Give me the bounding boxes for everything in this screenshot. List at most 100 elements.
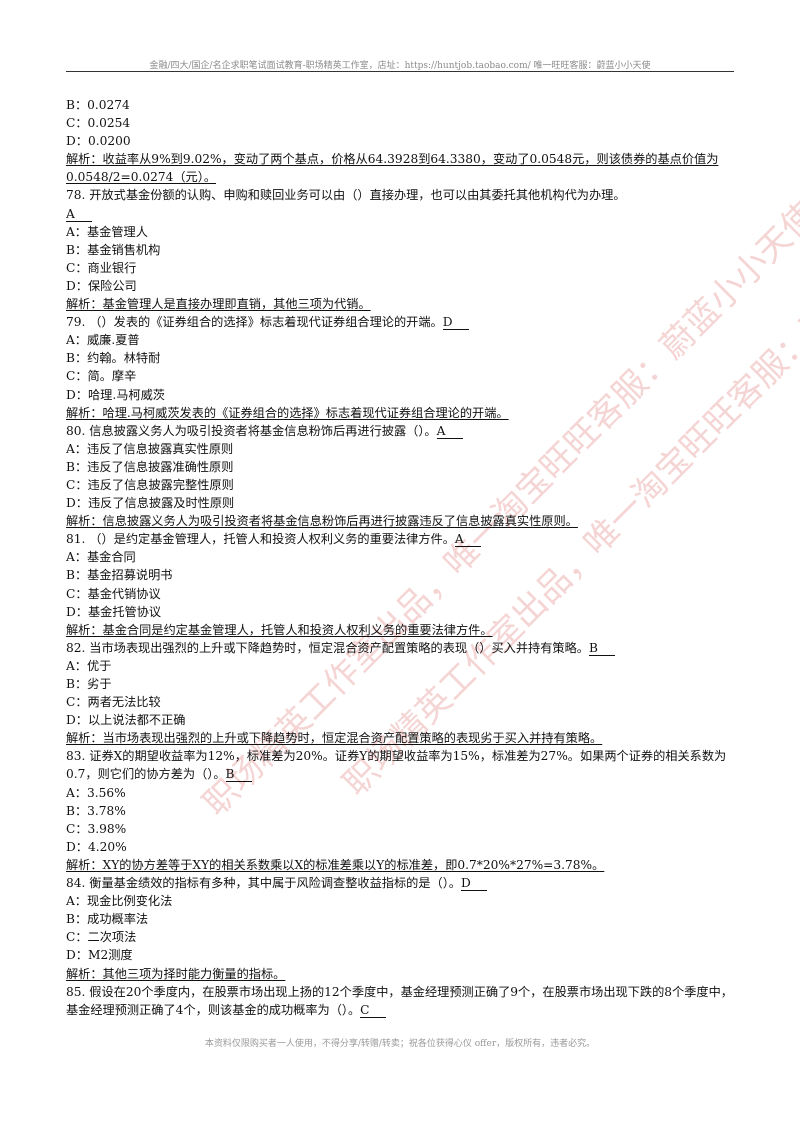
explanation-text: 解析：信息披露义务人为吸引投资者将基金信息粉饰后再进行披露违反了信息披露真实性原…: [66, 514, 578, 529]
option-text: C：两者无法比较: [66, 695, 161, 710]
option: D：以上说法都不正确: [66, 711, 734, 729]
question: 78. 开放式基金份额的认购、申购和赎回业务可以由（）直接办理，也可以由其委托其…: [66, 186, 734, 222]
option-text: B：基金销售机构: [66, 242, 161, 257]
option: D：保险公司: [66, 277, 734, 295]
header-divider: [66, 71, 734, 72]
page-footer: 本资料仅限购买者一人使用，不得分享/转赠/转卖；祝各位获得心仪 offer，版权…: [204, 1039, 596, 1049]
option-text: B：违反了信息披露准确性原则: [66, 459, 234, 474]
option-text: D：0.0200: [66, 134, 131, 149]
explanation: 解析：哈理.马柯威茨发表的《证券组合的选择》标志着现代证券组合理论的开端。: [66, 404, 734, 422]
option: C：3.98%: [66, 820, 734, 838]
option-text: C：基金代销协议: [66, 586, 161, 601]
option-text: C：违反了信息披露完整性原则: [66, 477, 234, 492]
option-text: A：现金比例变化法: [66, 894, 173, 909]
option-text: C：0.0254: [66, 116, 131, 131]
question: 85. 假设在20个季度内，在股票市场出现上扬的12个季度中，基金经理预测正确了…: [66, 983, 734, 1019]
option: D：M2测度: [66, 946, 734, 964]
question-text: 78. 开放式基金份额的认购、申购和赎回业务可以由（）直接办理，也可以由其委托其…: [66, 188, 626, 203]
explanation: 解析：基金合同是约定基金管理人，托管人和投资人权利义务的重要法律方件。: [66, 621, 734, 639]
option: D：基金托管协议: [66, 603, 734, 621]
explanation-text: 解析：当市场表现出强烈的上升或下降趋势时，恒定混合资产配置策略的表现劣于买入并持…: [66, 731, 603, 746]
option: C：简。摩辛: [66, 367, 734, 385]
option: B：约翰。林特耐: [66, 349, 734, 367]
option: A：基金合同: [66, 548, 734, 566]
option: C：违反了信息披露完整性原则: [66, 476, 734, 494]
answer-key: B: [225, 767, 252, 783]
explanation: 解析：其他三项为择时能力衡量的指标。: [66, 965, 734, 983]
option: A：基金管理人: [66, 223, 734, 241]
explanation-text: 解析：基金合同是约定基金管理人，托管人和投资人权利义务的重要法律方件。: [66, 622, 493, 637]
question: 83. 证券X的期望收益率为12%，标准差为20%。证券Y的期望收益率为15%，…: [66, 747, 734, 783]
option: B：0.0274: [66, 96, 734, 114]
answer-key: D: [460, 876, 487, 892]
explanation: 解析：收益率从9%到9.02%，变动了两个基点，价格从64.3928到64.33…: [66, 150, 734, 186]
option: C：二次项法: [66, 928, 734, 946]
option: A：3.56%: [66, 784, 734, 802]
explanation: 解析：信息披露义务人为吸引投资者将基金信息粉饰后再进行披露违反了信息披露真实性原…: [66, 512, 734, 530]
option: D：违反了信息披露及时性原则: [66, 494, 734, 512]
option: B：3.78%: [66, 802, 734, 820]
option-text: D：4.20%: [66, 839, 127, 854]
option: B：成功概率法: [66, 910, 734, 928]
answer-key: A: [454, 532, 481, 548]
option-text: D：基金托管协议: [66, 604, 162, 619]
question-text: 85. 假设在20个季度内，在股票市场出现上扬的12个季度中，基金经理预测正确了…: [66, 984, 733, 1017]
option-text: D：哈理.马柯威茨: [66, 387, 165, 402]
option: C：0.0254: [66, 114, 734, 132]
page-header: 金融/四大/国企/名企求职笔试面试教育-职场精英工作室，店址：https://h…: [149, 61, 651, 71]
option: D：4.20%: [66, 838, 734, 856]
option-text: B：成功概率法: [66, 912, 149, 927]
option: B：基金销售机构: [66, 241, 734, 259]
option-text: D：违反了信息披露及时性原则: [66, 496, 235, 511]
answer-key: D: [442, 315, 469, 331]
option-text: A：优于: [66, 658, 112, 673]
option-text: B：约翰。林特耐: [66, 351, 161, 366]
option: A：违反了信息披露真实性原则: [66, 440, 734, 458]
option: B：基金招募说明书: [66, 566, 734, 584]
question-text: 84. 衡量基金绩效的指标有多种，其中属于风险调查整收益指标的是（）。: [66, 876, 461, 891]
option-text: C：3.98%: [66, 821, 127, 836]
question-text: 83. 证券X的期望收益率为12%，标准差为20%。证券Y的期望收益率为15%，…: [66, 749, 727, 782]
option-text: A：威廉.夏普: [66, 333, 140, 348]
option-text: D：M2测度: [66, 948, 133, 963]
question: 81. （）是约定基金管理人，托管人和投资人权利义务的重要法律方件。A: [66, 530, 734, 548]
option-text: D：以上说法都不正确: [66, 713, 186, 728]
option-text: B：基金招募说明书: [66, 568, 173, 583]
explanation-text: 解析：基金管理人是直接办理即直销，其他三项为代销。: [66, 297, 371, 312]
option-text: A：3.56%: [66, 785, 126, 800]
explanation-text: 解析：其他三项为择时能力衡量的指标。: [66, 966, 286, 981]
explanation: 解析：当市场表现出强烈的上升或下降趋势时，恒定混合资产配置策略的表现劣于买入并持…: [66, 729, 734, 747]
explanation-text: 解析：XY的协方差等于XY的相关系数乘以X的标准差乘以Y的标准差，即0.7*20…: [66, 857, 605, 872]
option: C：基金代销协议: [66, 585, 734, 603]
option-text: A：基金合同: [66, 550, 136, 565]
question-text: 80. 信息披露义务人为吸引投资者将基金信息粉饰后再进行披露（）。: [66, 423, 437, 438]
question: 82. 当市场表现出强烈的上升或下降趋势时，恒定混合资产配置策略的表现（）买入并…: [66, 639, 734, 657]
option-text: B：0.0274: [66, 98, 130, 112]
option-text: D：保险公司: [66, 278, 137, 293]
option-text: C：简。摩辛: [66, 369, 137, 384]
option: C：两者无法比较: [66, 693, 734, 711]
answer-key: A: [66, 207, 92, 222]
option: A：威廉.夏普: [66, 331, 734, 349]
answer-key: C: [360, 1003, 387, 1018]
option: D：0.0200: [66, 132, 734, 150]
explanation: 解析：基金管理人是直接办理即直销，其他三项为代销。: [66, 295, 734, 313]
option: C：商业银行: [66, 259, 734, 277]
option: A：现金比例变化法: [66, 892, 734, 910]
option-text: A：违反了信息披露真实性原则: [66, 441, 234, 456]
question-text: 82. 当市场表现出强烈的上升或下降趋势时，恒定混合资产配置策略的表现（）买入并…: [66, 640, 589, 655]
question: 80. 信息披露义务人为吸引投资者将基金信息粉饰后再进行披露（）。A: [66, 422, 734, 440]
option: D：哈理.马柯威茨: [66, 386, 734, 404]
explanation: 解析：XY的协方差等于XY的相关系数乘以X的标准差乘以Y的标准差，即0.7*20…: [66, 856, 734, 874]
option-text: A：基金管理人: [66, 224, 148, 239]
answer-key: B: [588, 641, 615, 656]
option: B：劣于: [66, 675, 734, 693]
explanation-text: 解析：哈理.马柯威茨发表的《证券组合的选择》标志着现代证券组合理论的开端。: [66, 405, 509, 420]
answer-key: A: [436, 424, 463, 439]
option-text: B：3.78%: [66, 803, 126, 818]
option-text: C：商业银行: [66, 260, 137, 275]
option-text: B：劣于: [66, 677, 112, 691]
question-text: 79. （）发表的《证券组合的选择》标志着现代证券组合理论的开端。: [66, 315, 443, 330]
question: 84. 衡量基金绩效的指标有多种，其中属于风险调查整收益指标的是（）。D: [66, 874, 734, 892]
